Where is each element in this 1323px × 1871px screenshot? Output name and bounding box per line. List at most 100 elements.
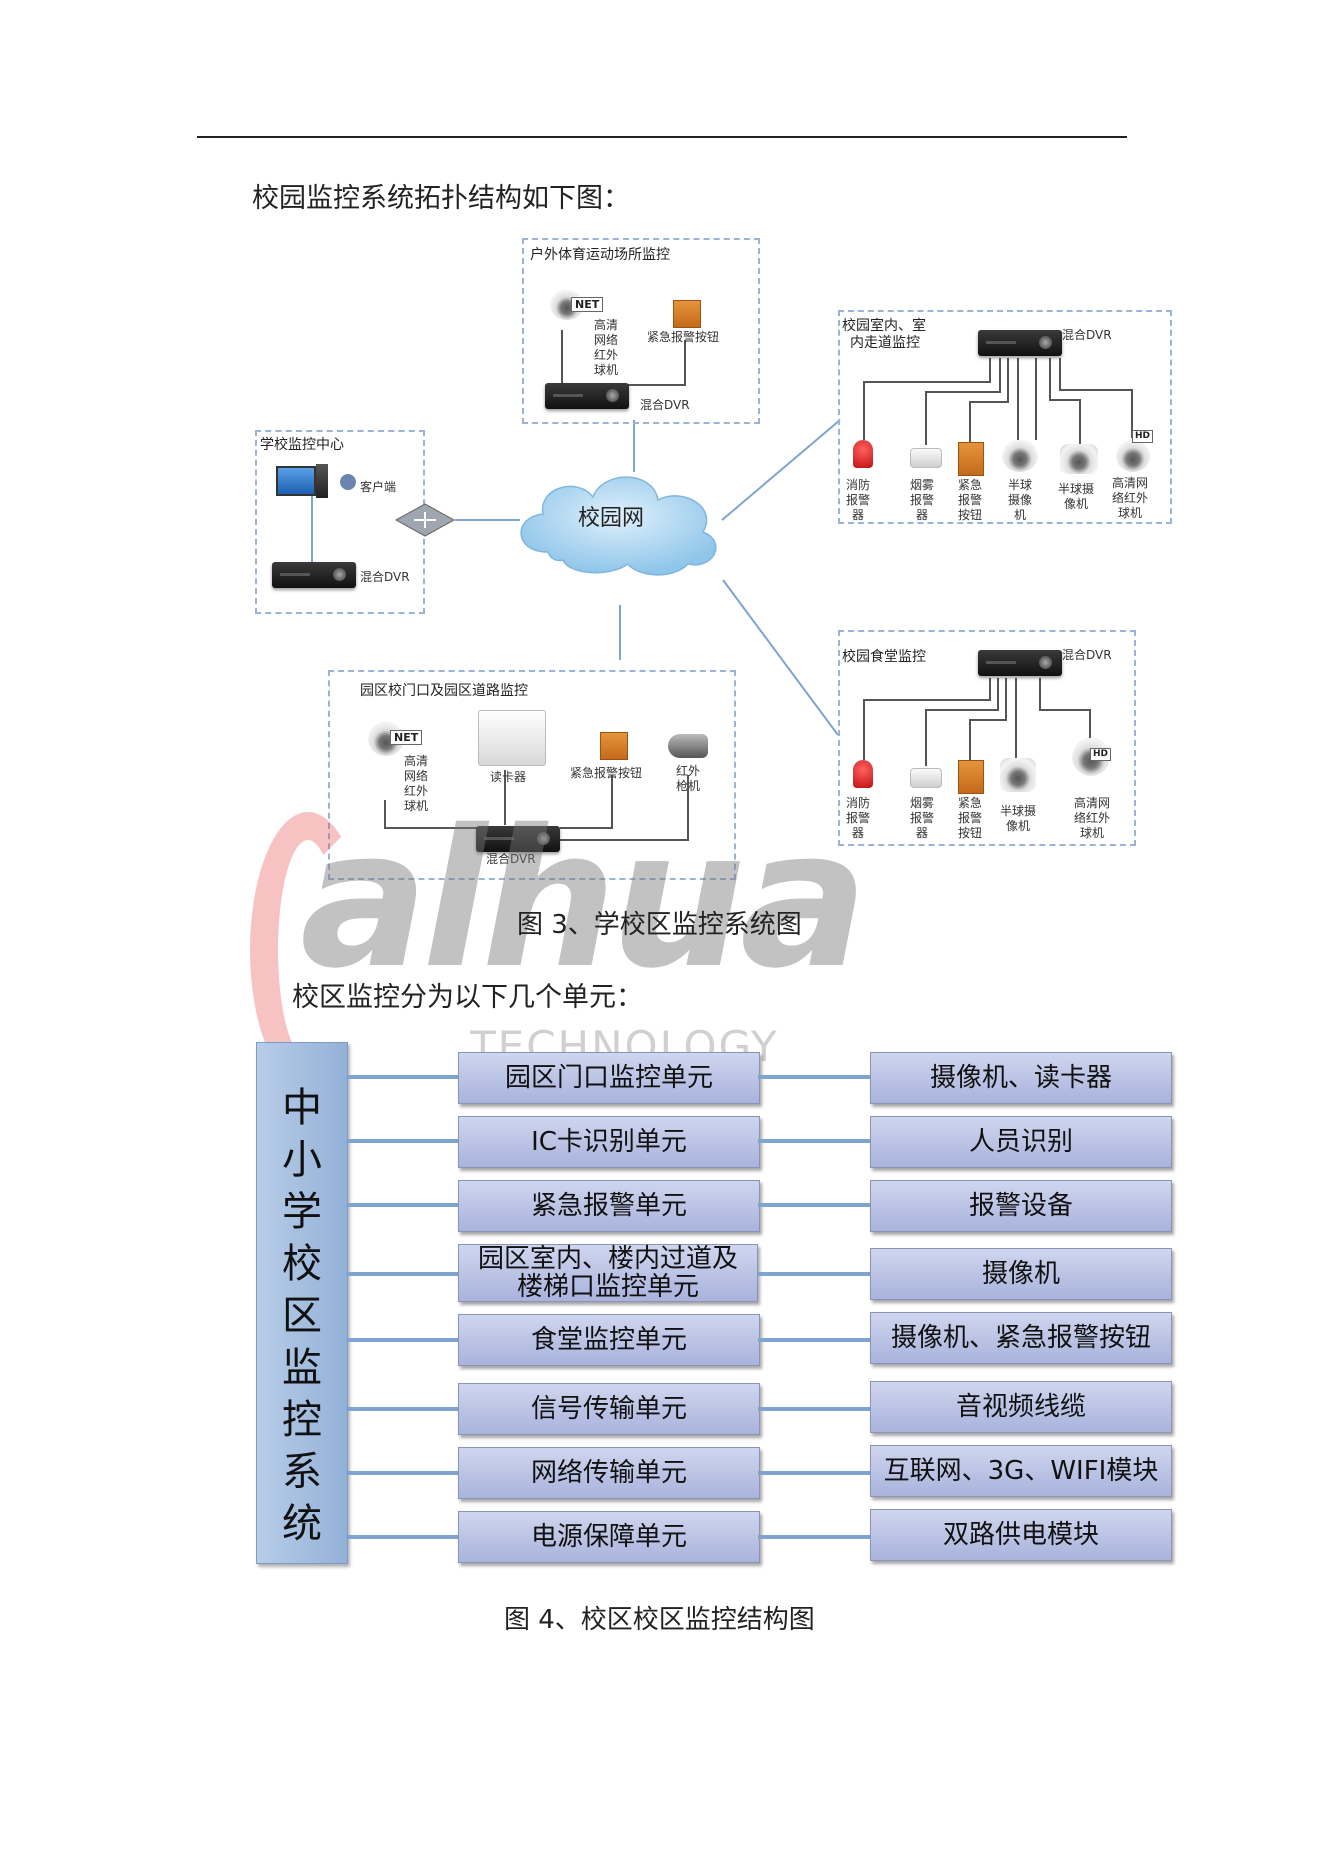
center-dvr-icon	[272, 562, 356, 588]
outdoor-dvr-label: 混合DVR	[640, 398, 690, 412]
indoor-device-label: 高清网	[1112, 476, 1149, 490]
gate-camera-label-3: 红外	[404, 784, 429, 798]
outdoor-camera-label-3: 红外	[594, 348, 619, 362]
indoor-device-label: 消防	[846, 478, 871, 492]
gate-camera-label-4: 球机	[404, 799, 429, 813]
canteen-dvr-icon	[978, 650, 1062, 676]
connector	[758, 1139, 870, 1143]
connector	[758, 1203, 870, 1207]
indoor-monitor-box	[838, 310, 1172, 524]
unit-box: 电源保障单元	[458, 1511, 760, 1563]
main-title-char: 区	[282, 1293, 322, 1339]
device-box: 摄像机	[870, 1248, 1172, 1300]
pc-tower-icon	[316, 464, 328, 498]
unit-box: IC卡识别单元	[458, 1116, 760, 1168]
indoor-hd-badge: HD	[1132, 430, 1154, 443]
indoor-emergency-button-icon	[958, 442, 984, 476]
figure3-caption: 图 3、学校区监控系统图	[517, 910, 802, 940]
connector	[346, 1272, 458, 1276]
canteen-device-label: 半球摄	[1000, 804, 1037, 818]
device-box: 人员识别	[870, 1116, 1172, 1168]
campus-network-cloud-icon	[520, 476, 717, 576]
indoor-device-label: 按钮	[958, 508, 983, 522]
device-box: 双路供电模块	[870, 1509, 1172, 1561]
indoor-dome-camera-icon	[1002, 440, 1038, 472]
connector	[346, 1075, 458, 1079]
reader-label: 读卡器	[490, 770, 527, 784]
outdoor-monitor-box	[522, 238, 760, 424]
canteen-device-label: 报警	[846, 811, 871, 825]
main-title-char: 监	[282, 1345, 322, 1391]
main-title-char: 学	[282, 1189, 322, 1235]
gate-title: 园区校门口及园区道路监控	[360, 683, 528, 699]
outdoor-camera-label-1: 高清	[594, 318, 619, 332]
gate-monitor-box	[328, 670, 736, 880]
unit-box: 园区门口监控单元	[458, 1052, 760, 1104]
unit-box: 紧急报警单元	[458, 1180, 760, 1232]
device-box: 音视频线缆	[870, 1381, 1172, 1433]
switch-icon	[394, 503, 456, 537]
unit-box: 网络传输单元	[458, 1447, 760, 1499]
main-title-char: 中	[282, 1085, 322, 1131]
gate-alarm-button-icon	[600, 732, 628, 760]
center-dvr-label: 混合DVR	[360, 570, 410, 584]
unit-box: 信号传输单元	[458, 1383, 760, 1435]
client-label: 客户端	[360, 480, 397, 494]
gate-dvr-label: 混合DVR	[486, 852, 536, 866]
indoor-ptz-camera-icon	[1116, 440, 1150, 472]
indoor-device-label: 像机	[1064, 497, 1089, 511]
unit-box: 园区室内、楼内过道及楼梯口监控单元	[458, 1244, 758, 1302]
indoor-device-label: 报警	[958, 493, 983, 507]
ir-label-2: 枪机	[676, 779, 701, 793]
unit-box: 食堂监控单元	[458, 1314, 760, 1366]
gate-dvr-icon	[476, 826, 560, 852]
indoor-device-label: 器	[852, 508, 865, 522]
canteen-monitor-box	[838, 630, 1136, 846]
canteen-device-label: 按钮	[958, 826, 983, 840]
device-box: 摄像机、读卡器	[870, 1052, 1172, 1104]
device-box: 互联网、3G、WIFI模块	[870, 1445, 1172, 1497]
connector	[758, 1075, 870, 1079]
indoor-device-label: 报警	[910, 493, 935, 507]
monitor-icon	[276, 466, 316, 496]
canteen-half-dome-camera-icon	[1000, 758, 1036, 792]
indoor-device-label: 半球	[1008, 478, 1033, 492]
connector	[758, 1471, 870, 1475]
indoor-device-label: 报警	[846, 493, 871, 507]
connector	[758, 1535, 870, 1539]
figure4-caption: 图 4、校区校区监控结构图	[504, 1605, 815, 1635]
outdoor-alarm-button-icon	[673, 300, 701, 328]
ir-bullet-camera-icon	[668, 734, 708, 758]
intro-text: 校园监控系统拓扑结构如下图：	[252, 183, 630, 214]
canteen-title: 校园食堂监控	[842, 649, 926, 665]
gate-net-badge: NET	[390, 730, 423, 745]
indoor-fire-alarm-icon	[853, 440, 873, 468]
connector	[346, 1471, 458, 1475]
main-title-char: 校	[282, 1241, 322, 1287]
main-title-char: 小	[282, 1137, 322, 1183]
canteen-hd-badge: HD	[1090, 748, 1112, 761]
user-icon	[340, 474, 356, 490]
main-title-char: 统	[282, 1501, 322, 1547]
device-box: 报警设备	[870, 1180, 1172, 1232]
canteen-device-label: 紧急	[958, 796, 983, 810]
indoor-device-label: 器	[916, 508, 929, 522]
outdoor-title: 户外体育运动场所监控	[530, 247, 670, 263]
indoor-device-label: 机	[1014, 508, 1027, 522]
header-rule	[197, 136, 1127, 138]
outdoor-alarm-label: 紧急报警按钮	[647, 330, 720, 344]
canteen-device-label: 球机	[1080, 826, 1105, 840]
indoor-title-line2: 内走道监控	[850, 335, 920, 351]
canteen-fire-alarm-icon	[853, 760, 873, 788]
gate-camera-label-2: 网络	[404, 769, 429, 783]
gate-camera-label-1: 高清	[404, 754, 429, 768]
indoor-device-label: 摄像	[1008, 493, 1033, 507]
connector	[346, 1535, 458, 1539]
indoor-smoke-alarm-icon	[910, 448, 942, 468]
connector	[346, 1338, 458, 1342]
indoor-dvr-label: 混合DVR	[1062, 328, 1112, 342]
canteen-device-label: 报警	[910, 811, 935, 825]
net-badge: NET	[571, 297, 604, 312]
outdoor-camera-label-4: 球机	[594, 363, 619, 377]
gate-alarm-label: 紧急报警按钮	[570, 766, 643, 780]
